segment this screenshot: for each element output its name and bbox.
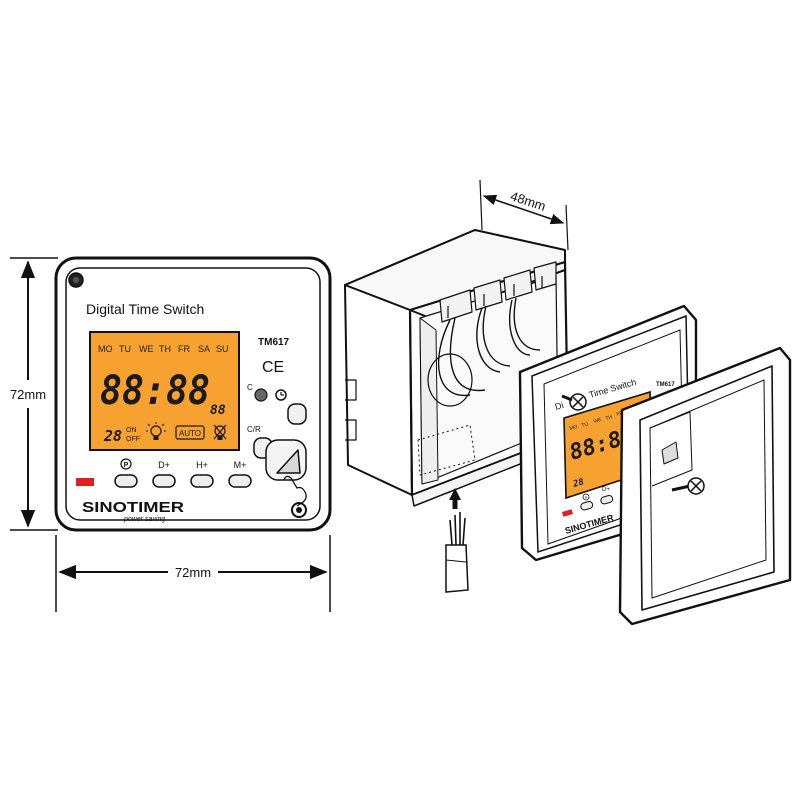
day-sa: SA — [198, 344, 210, 354]
module-day-mo: MO — [569, 424, 579, 432]
model-number: TM617 — [258, 337, 290, 348]
clear-button[interactable] — [254, 388, 268, 402]
button-row: P D+ H+ M+ — [114, 458, 252, 488]
height-label: 72mm — [10, 387, 46, 402]
front-panel: Digital Time Switch TM617 CE MO TU WE TH… — [54, 256, 332, 532]
lamp-off-icon — [213, 424, 227, 440]
off-label: OFF — [126, 436, 140, 443]
day-th: TH — [159, 344, 171, 354]
module-day-tu: TU — [581, 421, 589, 429]
ce-mark: CE — [262, 359, 284, 376]
day-su: SU — [216, 344, 229, 354]
module-button-label-d-plus: D+ — [602, 487, 610, 493]
dimension-width: 72mm — [55, 535, 331, 612]
dimension-height: 72mm — [10, 257, 58, 531]
lcd-display: MO TU WE TH FR SA SU 88:88 88 28 ON OFF … — [89, 331, 240, 451]
module-title-prefix: Di — [554, 400, 565, 412]
clock-icon — [275, 389, 287, 401]
auto-label: AUTO — [179, 429, 201, 438]
lamp-on-icon — [146, 422, 166, 440]
day-mo: MO — [98, 344, 113, 354]
day-fr: FR — [178, 344, 190, 354]
front-cover — [618, 346, 792, 626]
module-day-we: WE — [593, 417, 603, 425]
hour-plus-button[interactable] — [190, 474, 214, 488]
c-label: C — [247, 383, 253, 392]
brand-logo: SINOTIMER — [82, 499, 184, 516]
on-label: ON — [126, 427, 137, 434]
depth-label: 48mm — [509, 188, 548, 213]
seconds-digits: 88 — [210, 403, 226, 418]
day-tu: TU — [119, 344, 131, 354]
module-program-button[interactable] — [580, 501, 594, 511]
cr-label: C/R — [247, 425, 261, 434]
module-model: TM617 — [656, 382, 675, 388]
button-label-m-plus: M+ — [234, 460, 247, 470]
cable-entry-arrow-icon — [449, 488, 461, 509]
button-label-h-plus: H+ — [196, 460, 208, 470]
button-label-d-plus: D+ — [158, 460, 170, 470]
power-cable — [445, 512, 469, 593]
cover-screw-icon — [671, 477, 705, 495]
panel-title: Digital Time Switch — [86, 301, 204, 317]
module-program-digits: 28 — [571, 477, 585, 490]
program-button[interactable] — [114, 474, 138, 488]
minute-plus-button[interactable] — [228, 474, 252, 488]
program-digits: 28 — [103, 427, 122, 445]
module-screw-icon — [561, 393, 587, 411]
clock-digits: 88:88 — [100, 368, 210, 414]
pointing-hand-icon — [283, 475, 307, 507]
module-button-label-p: P — [585, 495, 588, 500]
module-status-led — [562, 509, 573, 517]
status-led — [76, 478, 94, 486]
clock-set-button[interactable] — [287, 403, 307, 425]
module-day-th: TH — [605, 414, 613, 422]
width-label: 72mm — [175, 565, 211, 580]
manual-override-button[interactable] — [265, 439, 307, 481]
module-day-plus-button[interactable] — [600, 495, 614, 505]
day-plus-button[interactable] — [152, 474, 176, 488]
brand-tagline: power saving — [123, 516, 165, 523]
module-day-fr: FR — [616, 410, 624, 418]
button-label-p: P — [124, 462, 129, 469]
auto-indicator — [175, 425, 205, 440]
day-we: WE — [139, 344, 154, 354]
